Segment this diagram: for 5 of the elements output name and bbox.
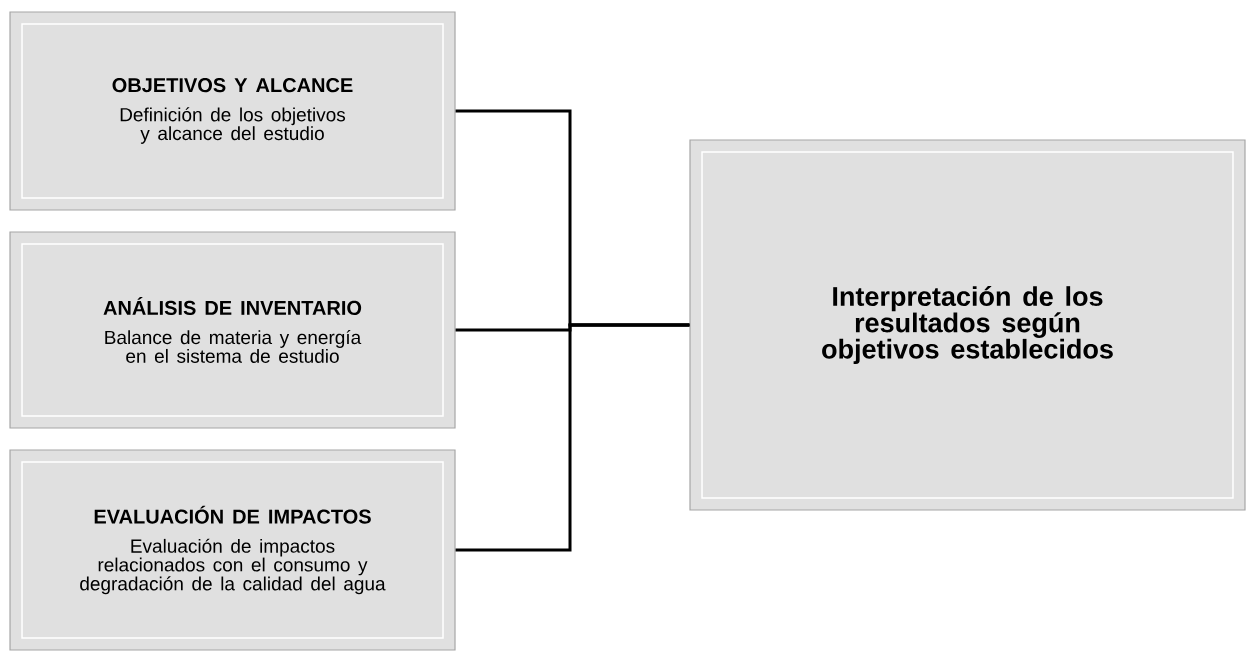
process-box: ANÁLISIS DE INVENTARIO Balance de materia y energía en el sistema de estudio [9,231,456,429]
process-box: Interpretación de los resultados según objetivos establecidos [689,139,1246,511]
process-box: EVALUACIÓN DE IMPACTOS Evaluación de impactos relacionados con el consumo y degradación de la calidad del agua [9,449,456,651]
connector-line [455,323,690,552]
process-box: OBJETIVOS Y ALCANCE Definición de los objetivos y alcance del estudio [9,11,456,211]
